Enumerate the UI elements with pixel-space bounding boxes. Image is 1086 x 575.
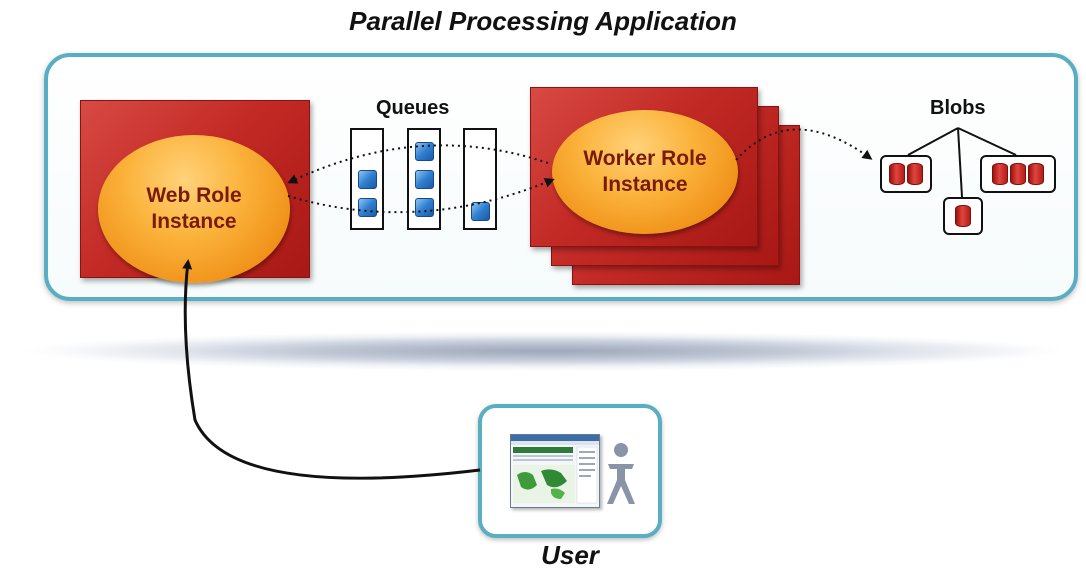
- worker-role-ellipse: Worker Role Instance: [552, 110, 738, 234]
- diagram-title: Parallel Processing Application: [349, 6, 737, 36]
- blob-group-left: [880, 155, 932, 193]
- user-request-arrow: [182, 259, 481, 480]
- cloud-band-highlight: [60, 334, 1040, 368]
- blob: [992, 163, 1008, 185]
- blob: [889, 163, 905, 185]
- browser-screenshot-icon: [510, 434, 600, 508]
- user-panel: [478, 404, 662, 538]
- blob-group-right: [980, 155, 1056, 193]
- queue-message: [471, 202, 490, 221]
- queue-message: [415, 142, 434, 161]
- blob: [955, 205, 971, 227]
- blobs-label: Blobs: [930, 97, 986, 119]
- blob-group-middle: [943, 197, 983, 235]
- blob: [1010, 163, 1026, 185]
- user-label: User: [541, 540, 599, 570]
- queue-message: [415, 170, 434, 189]
- queue-arrow-to-worker: [287, 178, 555, 214]
- blob: [1028, 163, 1044, 185]
- queues-label: Queues: [376, 97, 450, 119]
- web-role-label: Web Role Instance: [146, 184, 242, 233]
- blob-arrow: [735, 128, 873, 161]
- worker-role-label: Worker Role Instance: [583, 147, 707, 196]
- blob-tree-lines: [907, 127, 1017, 198]
- web-role-ellipse: Web Role Instance: [98, 135, 290, 283]
- queue-3: [463, 128, 497, 230]
- queue-1: [350, 128, 384, 230]
- queue-message: [358, 170, 377, 189]
- person-icon: [607, 443, 635, 504]
- blob: [907, 163, 923, 185]
- queue-arrow-to-web: [287, 144, 549, 184]
